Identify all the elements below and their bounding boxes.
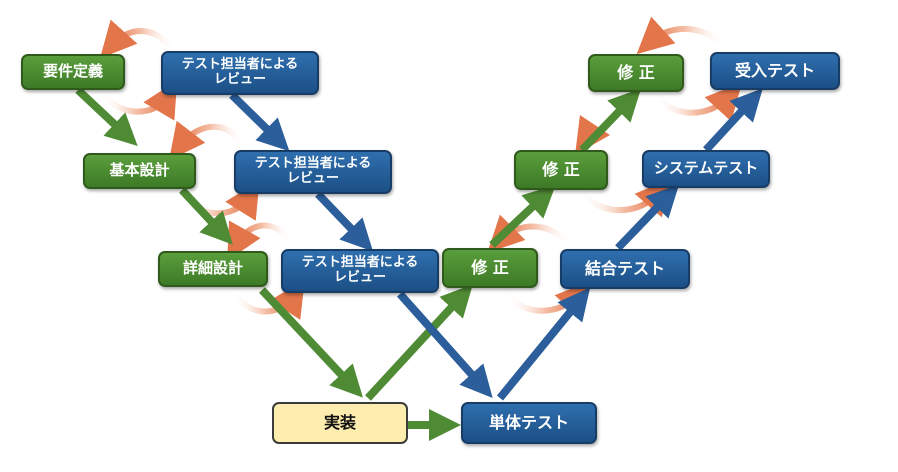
node-review-3: テスト担当者による レビュー (281, 249, 439, 293)
review-3-line1: テスト担当者による (301, 255, 419, 271)
loop-arrow-fix-2-to-system-test (577, 178, 672, 218)
flow-arrow-review-3-to-unit-test (397, 291, 493, 398)
node-fix-1: 修 正 (442, 248, 538, 288)
flow-arrow-detail-design-to-implementation (259, 287, 363, 398)
loop-arrow-review-1-to-requirements (99, 19, 178, 59)
node-fix-2: 修 正 (514, 150, 608, 190)
loop-arrow-requirements-to-review-1 (97, 80, 178, 121)
node-implementation: 実装 (272, 402, 408, 444)
loop-arrow-system-test-to-fix-2 (575, 115, 610, 155)
node-acceptance-test: 受入テスト (710, 52, 840, 90)
node-detail-design: 詳細設計 (158, 251, 268, 287)
flow-arrow-implementation-to-fix-1 (365, 284, 473, 401)
node-review-2: テスト担当者による レビュー (234, 150, 392, 194)
loop-arrow-fix-3-to-acceptance (652, 82, 743, 122)
node-unit-test: 単体テスト (461, 402, 597, 444)
flow-arrow-review-2-to-review-3 (315, 191, 374, 252)
loop-arrow-review-2-to-basic-design (169, 120, 248, 161)
flow-arrow-requirements-to-basic-design (75, 87, 138, 146)
review-2-line2: レビュー (286, 171, 339, 186)
flow-arrow-integration-to-system-test (615, 184, 680, 251)
node-basic-design: 基本設計 (83, 153, 196, 189)
flow-arrow-fix-2-to-fix-3 (579, 88, 642, 153)
flow-arrow-fix-1-to-fix-2 (489, 185, 556, 248)
review-2-line1: テスト担当者による (254, 156, 372, 172)
loop-arrow-review-3-to-detail-design (227, 220, 295, 261)
review-3-line2: レビュー (333, 270, 386, 285)
node-review-1: テスト担当者による レビュー (161, 51, 319, 95)
review-1-line2: レビュー (213, 72, 266, 87)
loop-arrow-acceptance-to-fix-3 (636, 16, 728, 55)
review-1-line1: テスト担当者による (181, 57, 299, 73)
flow-arrow-system-test-to-acceptance (703, 88, 763, 153)
node-integration-test: 結合テスト (560, 249, 690, 289)
flow-arrow-basic-design-to-detail-design (179, 187, 233, 245)
flow-arrow-unit-test-to-integration (496, 287, 591, 401)
node-requirements: 要件定義 (21, 54, 125, 90)
flow-arrow-review-1-to-review-2 (229, 92, 290, 152)
loop-arrow-detail-design-to-review-3 (229, 279, 305, 320)
node-fix-3: 修 正 (588, 54, 684, 92)
node-system-test: システムテスト (642, 150, 770, 188)
